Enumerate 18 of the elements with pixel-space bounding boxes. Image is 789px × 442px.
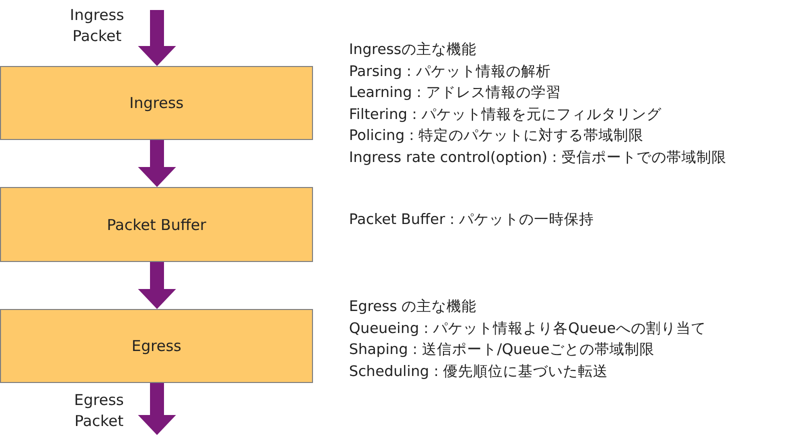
description-text: Shaping : 送信ポート/Queueごとの帯域制限 xyxy=(349,341,655,360)
section-heading: Egress の主な機能 xyxy=(349,298,477,317)
arrow xyxy=(138,140,176,187)
description-text: Parsing : パケット情報の解析 xyxy=(349,62,552,82)
description-text: Policing : 特定のパケットに対する帯域制限 xyxy=(349,126,644,146)
process-box: Egress xyxy=(0,309,313,383)
description-text: Queueing : パケット情報より各Queueへの割り当て xyxy=(349,320,706,338)
arrow xyxy=(138,262,176,309)
description-text: Filtering : パケット情報を元にフィルタリング xyxy=(349,106,662,124)
process-box: Packet Buffer xyxy=(0,187,313,262)
process-box: Ingress xyxy=(0,66,313,140)
arrow xyxy=(138,10,176,66)
description-text: Ingress rate control(option) : 受信ポートでの帯域制限 xyxy=(349,148,727,168)
description-text: Scheduling : 優先順位に基づいた転送 xyxy=(349,362,608,382)
section-heading: Ingressの主な機能 xyxy=(349,40,476,60)
description-text: Learning : アドレス情報の学習 xyxy=(349,84,562,103)
description-text: Packet Buffer : パケットの一時保持 xyxy=(349,211,594,230)
arrow xyxy=(138,383,176,435)
